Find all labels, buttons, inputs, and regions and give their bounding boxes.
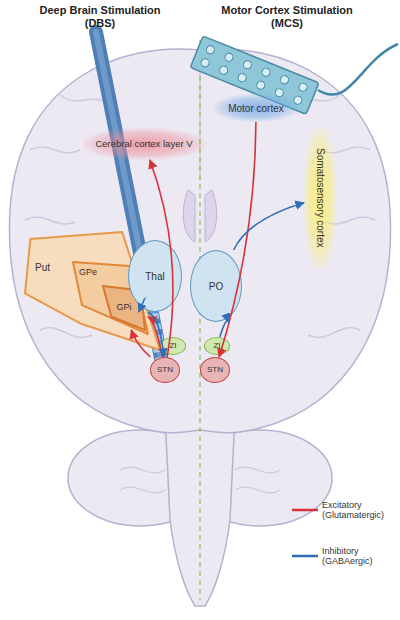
section-heading: Motor Cortex Stimulation (MCS) [212, 4, 362, 30]
node-label: PO [209, 281, 223, 292]
posterior-thalamus-oval: PO [190, 250, 242, 322]
signal-pathway [148, 312, 164, 357]
signal-pathway [150, 160, 173, 357]
somatosensory-band: Somatosensory cortex [304, 128, 336, 268]
zona-incerta: ZI [160, 337, 186, 355]
legend-item: Excitatory (Glutamatergic) [292, 500, 400, 521]
legend-line-swatch [292, 552, 318, 560]
legend-item: Inhibitory (GABAergic) [292, 546, 400, 567]
midline-divider [199, 40, 200, 600]
subthalamic-nucleus: STN [150, 357, 180, 383]
subthalamic-nucleus: STN [200, 357, 230, 383]
node-label: ZI [169, 342, 176, 351]
signal-pathway [139, 298, 145, 312]
node-label: Thal [145, 271, 164, 282]
signal-pathway [131, 330, 150, 357]
zona-incerta: ZI [204, 337, 230, 355]
signal-pathway [234, 203, 304, 250]
node-label: Put [35, 262, 50, 273]
motor-cortex-glow: Motor cortex [214, 94, 298, 122]
legend-line [292, 509, 318, 512]
legend-label: Inhibitory (GABAergic) [322, 546, 400, 567]
node-label: Motor cortex [228, 103, 284, 114]
legend-line-swatch [292, 506, 318, 514]
mcs-cable [318, 44, 398, 95]
signal-pathway [148, 317, 162, 357]
legend-line [292, 555, 318, 558]
cortex-layer-glow: Cerebral cortex layer V [82, 128, 206, 160]
signal-pathway [219, 122, 256, 357]
thalamus-oval: Thal [128, 240, 182, 312]
node-label: GPe [79, 268, 97, 278]
signal-pathway [220, 321, 229, 337]
mcs-paddle-electrode [190, 36, 319, 114]
node-label: Cerebral cortex layer V [95, 139, 192, 149]
paddle-body [190, 36, 319, 114]
node-label: ZI [213, 342, 220, 351]
legend-label: Excitatory (Glutamatergic) [322, 500, 400, 521]
cerebellum-folia [120, 467, 280, 493]
node-label: STN [207, 366, 223, 375]
node-label: GPi [116, 303, 131, 313]
node-label: STN [157, 366, 173, 375]
section-heading: Deep Brain Stimulation (DBS) [30, 4, 170, 30]
node-label: Somatosensory cortex [315, 148, 326, 248]
